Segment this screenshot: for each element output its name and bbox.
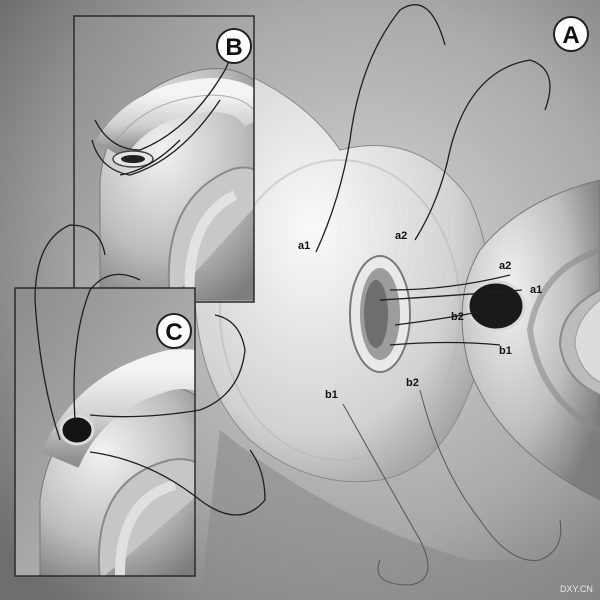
badge-a: A	[553, 16, 589, 52]
proximal-lumen	[349, 255, 411, 373]
label-group-main: a1 a2 a2 a1 b2 b1 b1 b2	[298, 230, 542, 401]
badge-b: B	[216, 28, 252, 64]
label-b2-low: b2	[406, 377, 419, 389]
distal-lumen	[466, 280, 526, 332]
badge-a-text: A	[562, 22, 579, 49]
label-a2-left: a2	[395, 230, 407, 242]
badge-c-text: C	[165, 319, 182, 346]
proximal-tube-stump	[193, 59, 491, 483]
label-b2-mid: b2	[451, 311, 464, 323]
badge-b-text: B	[225, 34, 242, 61]
label-b1-low: b1	[325, 389, 338, 401]
distal-uterine-horn	[461, 179, 600, 501]
label-a1-right: a1	[530, 284, 542, 296]
inset-b	[73, 15, 255, 303]
inset-c	[14, 287, 196, 577]
suture-strands-main	[315, 4, 562, 586]
watermark: DXY.CN	[560, 584, 593, 594]
label-b1-mid: b1	[499, 345, 512, 357]
shadow-band	[200, 430, 600, 600]
label-a1-left: a1	[298, 240, 310, 252]
suture-strands-insets	[34, 224, 266, 516]
badge-c: C	[156, 313, 192, 349]
label-a2-right: a2	[499, 260, 511, 272]
